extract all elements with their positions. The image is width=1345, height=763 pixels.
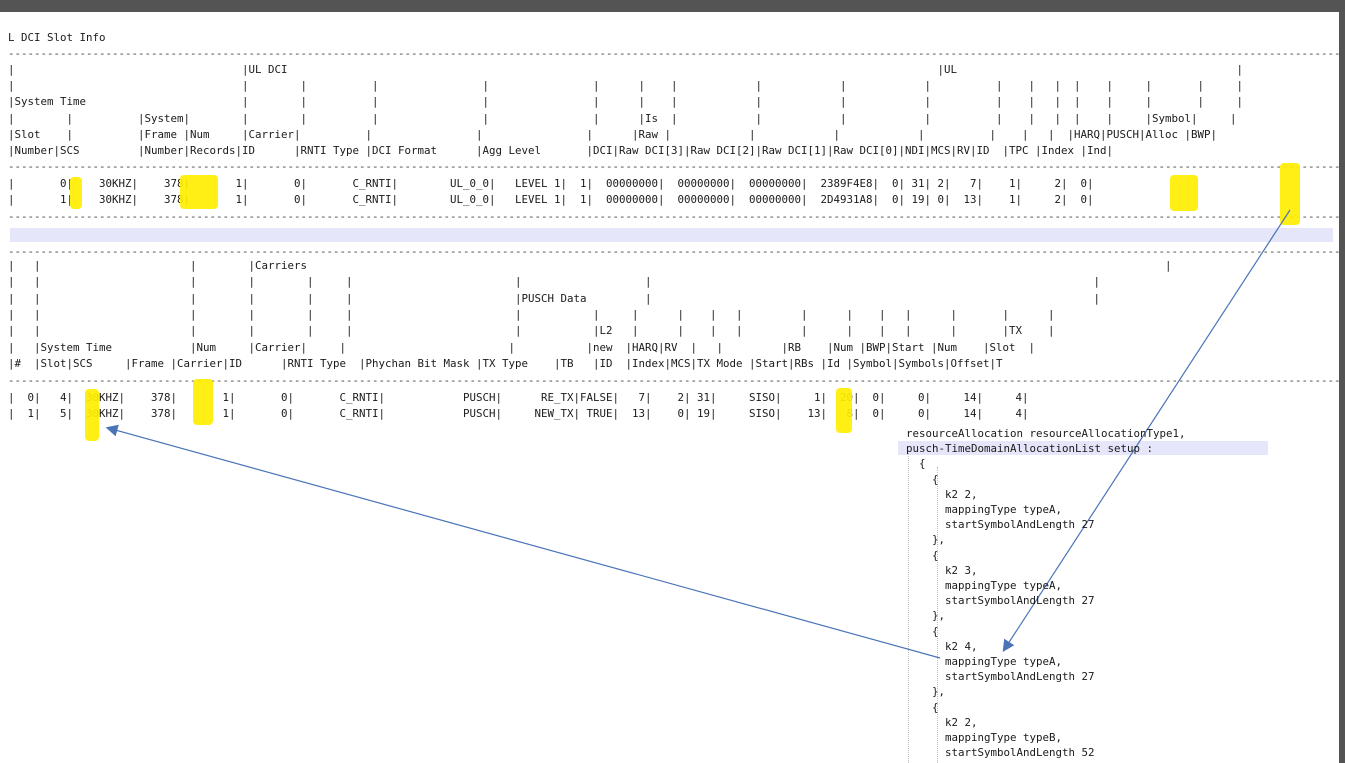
config-line: resourceAllocation resourceAllocationTyp… — [906, 427, 1186, 440]
dci-header-rule: ----------------------------------------… — [8, 160, 1339, 173]
config-line: }, — [906, 533, 946, 547]
arrow-to-slot — [105, 424, 941, 659]
dci-header-line: |Slot | |Frame |Num |Carrier| | | | |Raw… — [8, 128, 1218, 141]
config-line: { — [906, 624, 939, 638]
pusch-header-line: | | | | | | | | | | | | | | | | | | | — [8, 308, 1055, 321]
dci-header-line: | |UL DCI |UL | — [8, 63, 1244, 76]
pusch-header-line: | |System Time |Num |Carrier| | | |new |… — [8, 341, 1036, 354]
pusch-top-rule: ----------------------------------------… — [8, 245, 1339, 258]
config-line: startSymbolAndLength 27 — [906, 594, 1095, 608]
config-line: startSymbolAndLength 52 — [906, 746, 1095, 760]
highlight-mark — [1280, 163, 1300, 225]
pusch-header-rule: ----------------------------------------… — [8, 374, 1339, 387]
highlight-mark — [1170, 175, 1198, 211]
config-line: }, — [906, 609, 946, 623]
config-line: mappingType typeA, — [906, 579, 1063, 592]
config-line: k2 4, — [906, 639, 978, 653]
config-highlight — [898, 441, 1268, 455]
config-line: k2 2, — [906, 715, 978, 729]
dci-header-line: | | |System| | | | | | |Is | | | | | | |… — [8, 112, 1237, 125]
dci-header-line: |System Time | | | | | | | | | | | | | |… — [8, 95, 1244, 108]
config-line: mappingType typeA, — [906, 655, 1063, 668]
config-line: startSymbolAndLength 27 — [906, 670, 1095, 684]
annotation-arrows — [105, 209, 1291, 659]
highlight-mark — [836, 388, 852, 433]
document-page: L DCI Slot Info ------------------------… — [0, 12, 1339, 763]
config-line: k2 2, — [906, 487, 978, 501]
config-line: { — [906, 548, 939, 562]
highlight-mark — [70, 177, 82, 209]
config-line: pusch-TimeDomainAllocationList setup : — [906, 442, 1154, 456]
dci-header-line: | | | | | | | | | | | | | | | | | | | — [8, 79, 1244, 92]
pusch-header-line: |# |Slot|SCS |Frame |Carrier|ID |RNTI Ty… — [8, 357, 1003, 370]
config-line: }, — [906, 685, 946, 699]
dci-header-line: |Number|SCS |Number|Records|ID |RNTI Typ… — [8, 144, 1114, 157]
pusch-header-line: | | | | | | | |L2 | | | | | | | | | |TX … — [8, 324, 1055, 337]
dci-top-rule: ----------------------------------------… — [8, 47, 1339, 60]
config-line: startSymbolAndLength 27 — [906, 518, 1095, 532]
config-line: { — [906, 472, 939, 486]
config-line: { — [906, 700, 939, 714]
config-line: mappingType typeA, — [906, 503, 1063, 516]
dci-bottom-rule: ----------------------------------------… — [8, 210, 1339, 223]
config-line: k2 3, — [906, 563, 978, 577]
table-row: | 0| 4| 30KHZ| 378| 1| 0| C_RNTI| PUSCH|… — [8, 391, 1029, 404]
selected-row-band — [10, 228, 1333, 242]
highlight-mark — [85, 389, 99, 441]
highlight-mark — [180, 175, 218, 209]
arrow-to-k2-4 — [1002, 209, 1291, 653]
pusch-header-line: | | | | | | | | | — [8, 275, 1101, 288]
config-guide — [937, 467, 938, 763]
highlight-mark — [193, 379, 213, 425]
table-row: | 0| 30KHZ| 378| 1| 0| C_RNTI| UL_0_0| L… — [8, 177, 1094, 190]
config-guide — [908, 453, 909, 763]
pusch-header-line: | | | | | | |PUSCH Data | | — [8, 292, 1101, 305]
config-line: { — [906, 457, 926, 471]
pusch-header-line: | | | |Carriers | — [8, 259, 1172, 272]
config-line: mappingType typeB, — [906, 731, 1063, 744]
section-title: L DCI Slot Info — [8, 31, 106, 44]
